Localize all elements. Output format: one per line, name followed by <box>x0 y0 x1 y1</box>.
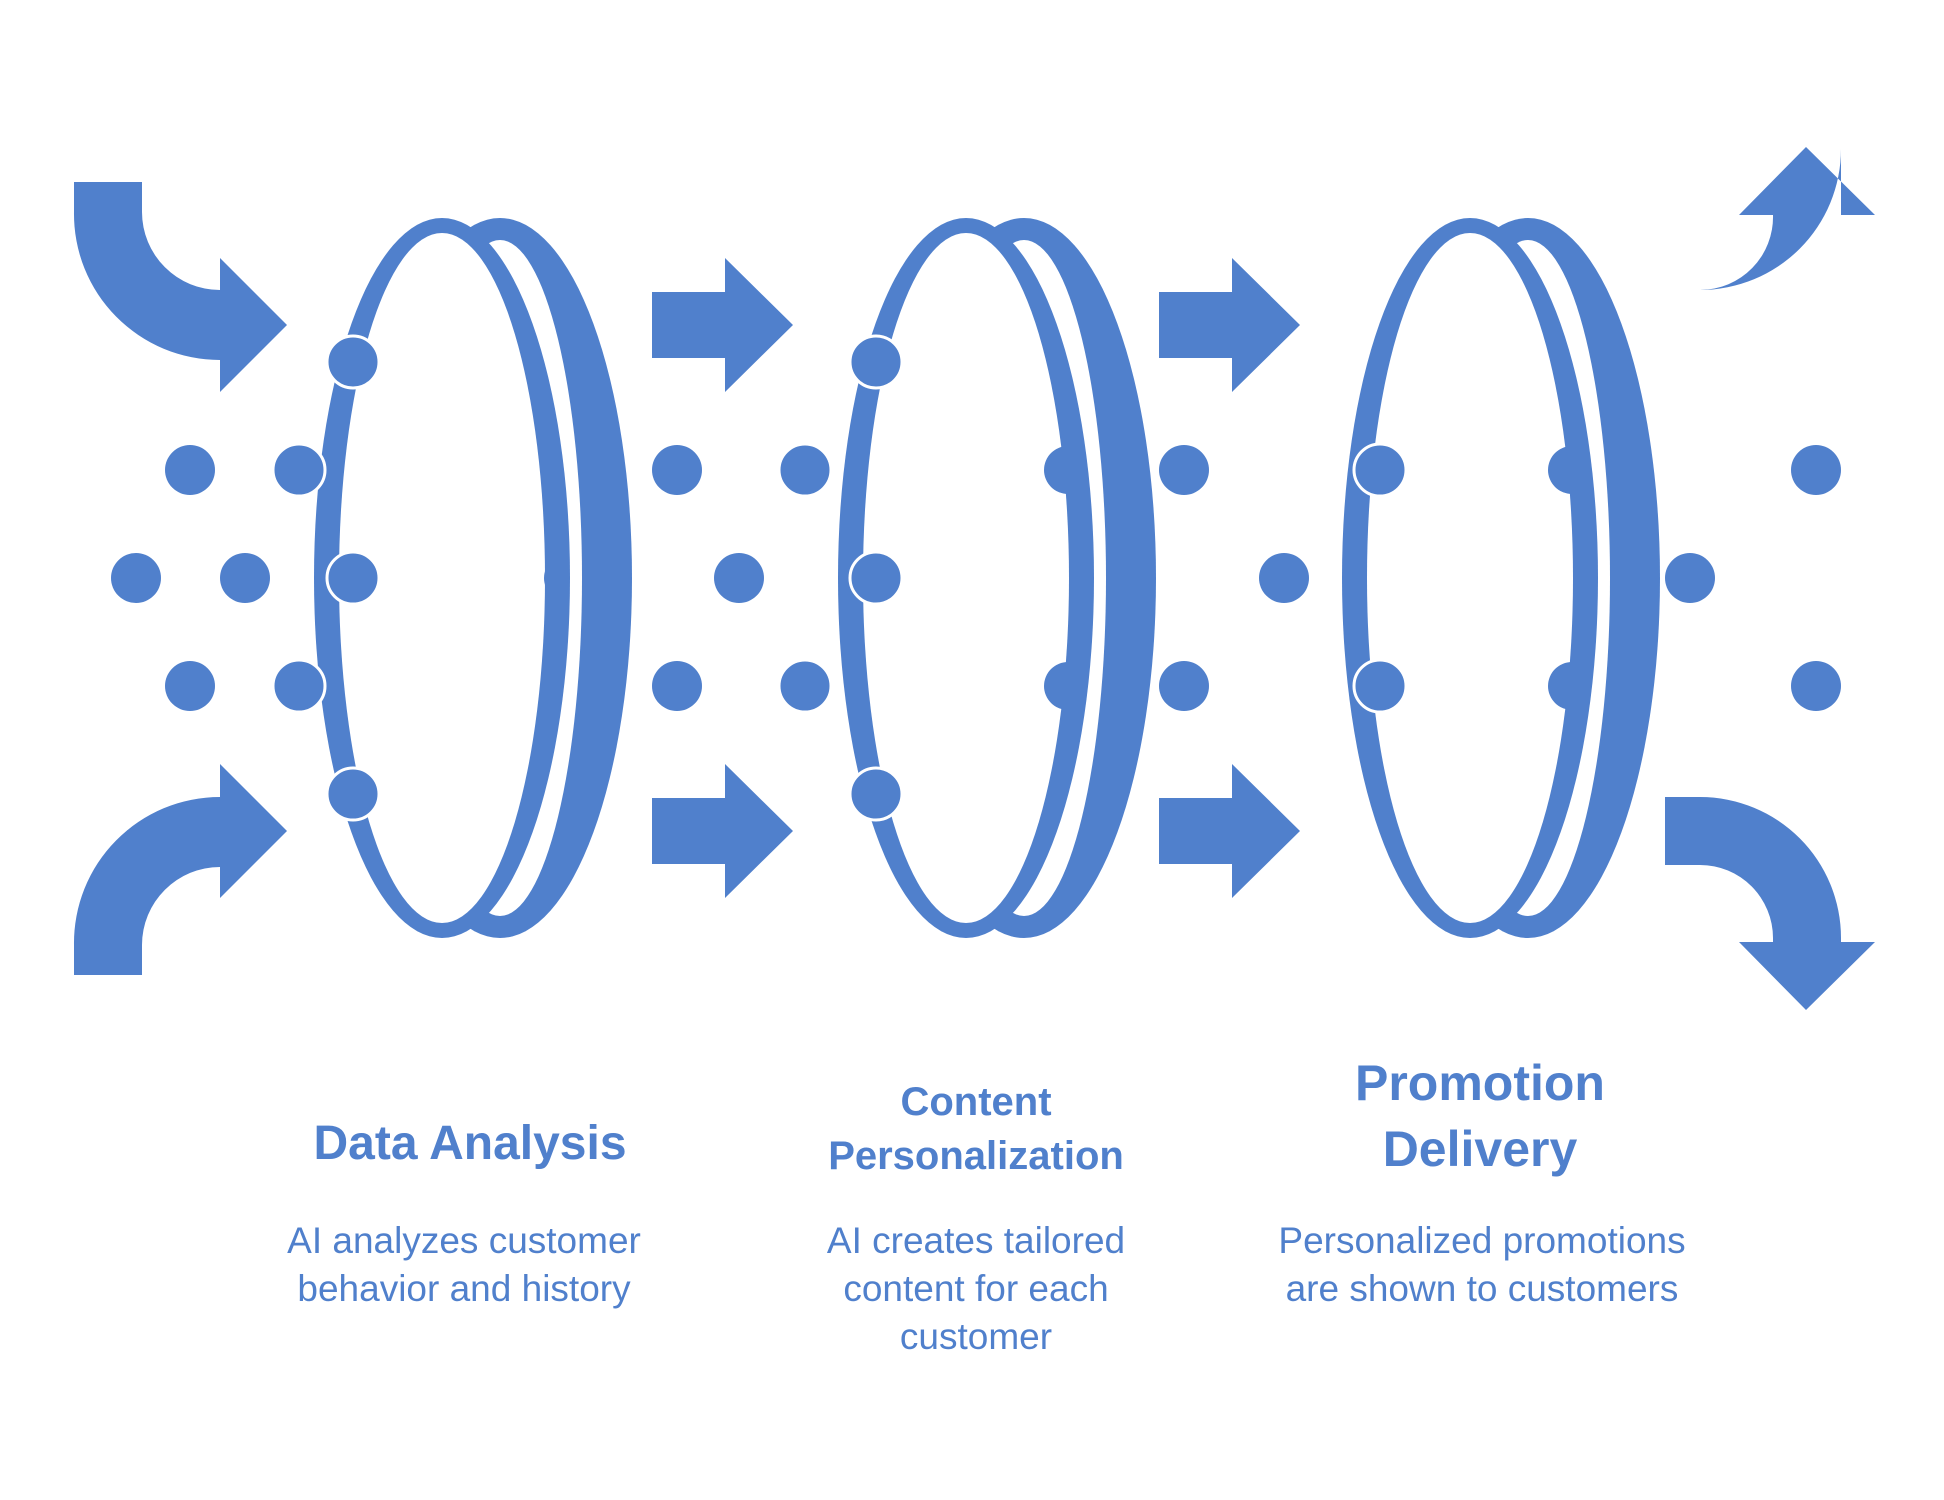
dot-icon <box>1352 442 1408 498</box>
dot-icon <box>271 442 327 498</box>
curved-outbound-arrow-icon-top <box>1665 147 1875 290</box>
dot-icon <box>1159 445 1209 495</box>
dot-icon <box>220 553 270 603</box>
dot-icon <box>271 658 327 714</box>
right-arrow-icon <box>652 764 793 898</box>
dot-icon <box>652 445 702 495</box>
dot-icon <box>777 442 833 498</box>
dot-icon <box>165 661 215 711</box>
dot-icon <box>1259 553 1309 603</box>
stage-3-title: Promotion Delivery <box>1355 1055 1605 1177</box>
right-arrow-icon <box>1159 258 1300 392</box>
stage-1-title: Data Analysis <box>313 1117 627 1170</box>
ring-filter-icon <box>838 218 1156 938</box>
dot-icon <box>1352 658 1408 714</box>
stage-2-title: Content Personalization <box>828 1080 1124 1178</box>
dot-icon <box>111 553 161 603</box>
dot-icon <box>325 550 381 606</box>
dot-icon <box>165 445 215 495</box>
dot-icon <box>1548 446 1572 494</box>
dot-icon <box>1791 445 1841 495</box>
curved-outbound-arrow-icon-bottom <box>1665 797 1875 1010</box>
stage-3-description: Personalized promotions are shown to cus… <box>1278 1220 1686 1309</box>
dot-icon <box>714 553 764 603</box>
dot-icon <box>1159 661 1209 711</box>
dot-icon <box>325 766 381 822</box>
curved-inbound-arrow-icon-bottom <box>73 764 287 975</box>
dot-icon <box>848 334 904 390</box>
dot-icon <box>544 554 568 602</box>
dot-icon <box>848 766 904 822</box>
dot-icon <box>1044 662 1068 710</box>
dot-icon <box>652 661 702 711</box>
stage-2-description: AI creates tailored content for each cus… <box>826 1220 1126 1357</box>
dot-icon <box>848 550 904 606</box>
dot-icon <box>777 658 833 714</box>
right-arrow-icon <box>1159 764 1300 898</box>
dot-icon <box>1665 553 1715 603</box>
dot-icon <box>325 334 381 390</box>
dot-icon <box>1548 662 1572 710</box>
curved-inbound-arrow-icon-top <box>73 182 287 392</box>
right-arrow-icon <box>652 258 793 392</box>
dot-icon <box>1791 661 1841 711</box>
ring-filter-icon <box>314 218 632 938</box>
dot-icon <box>1044 446 1068 494</box>
stage-1-description: AI analyzes customer behavior and histor… <box>287 1220 641 1309</box>
ring-filter-icon <box>1342 218 1660 938</box>
